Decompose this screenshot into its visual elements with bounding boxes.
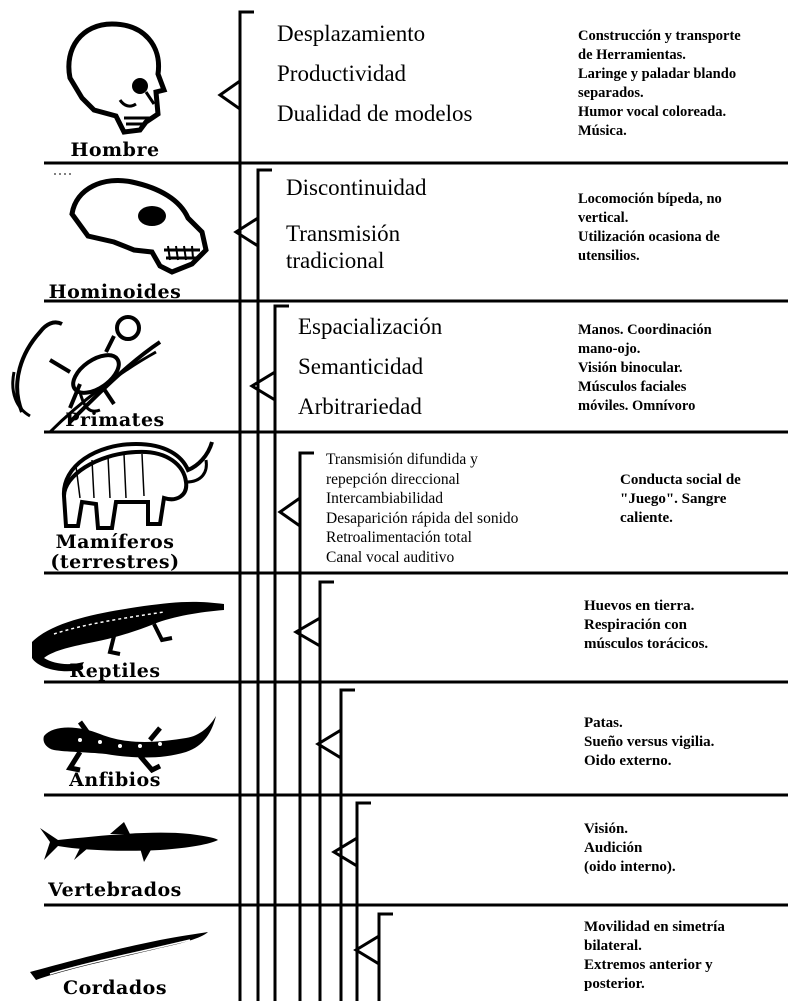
row-label-mamiferos: Mamíferos (terrestres) (0, 532, 230, 572)
trait-line: Laringe y paladar blando (578, 66, 737, 82)
row-dividers (44, 161, 788, 907)
lancelet-icon (30, 932, 208, 980)
trait-line: Sueño versus vigilia. (584, 734, 715, 750)
traits-vertebrados: Visión. Audición (oido interno). (584, 820, 676, 877)
trait-line: mano-ojo. (578, 341, 641, 357)
bracket (331, 801, 371, 900)
features-hominoides: Discontinuidad Transmisión tradicional (286, 168, 427, 274)
feature-item: Intercambiabilidad (326, 490, 444, 507)
feature-item: Transmisión difundida y (326, 451, 478, 468)
traits-primates: Manos. Coordinación mano-ojo. Visión bin… (578, 321, 712, 416)
row-label-anfibios: Anfibios (0, 770, 230, 790)
trait-line: separados. (578, 85, 644, 101)
feature-item: Canal vocal auditivo (326, 548, 455, 566)
trait-line: móviles. Omnívoro (578, 398, 696, 414)
trait-line: Conducta social de (620, 472, 741, 488)
trait-line: Huevos en tierra. (584, 598, 695, 614)
bracket (217, 10, 254, 160)
row-label-reptiles: Reptiles (0, 661, 230, 681)
trait-line: Construcción y transporte (578, 28, 741, 44)
feature-item: Semanticidad (298, 354, 424, 379)
trait-line: posterior. (584, 976, 645, 992)
feature-brackets (217, 10, 393, 1001)
features-hombre: Desplazamiento Productividad Dualidad de… (277, 14, 472, 134)
trait-line: "Juego". Sangre (620, 491, 727, 507)
trait-line: Patas. (584, 715, 623, 731)
shark-icon (40, 822, 218, 862)
human-skull-icon (66, 21, 168, 135)
trait-line: Humor vocal coloreada. (578, 104, 727, 120)
mammoth-icon (61, 441, 214, 530)
row-label-line: Reptiles (69, 660, 161, 682)
feature-item: Desplazamiento (277, 21, 426, 46)
row-label-vertebrados: Vertebrados (0, 880, 230, 900)
feature-item: Productividad (277, 61, 407, 86)
feature-item: Transmisión (286, 221, 401, 246)
row-label-line: Anfibios (69, 769, 161, 791)
bracket (233, 168, 272, 296)
trait-line: Movilidad en simetría (584, 919, 725, 935)
bracket (353, 912, 393, 1001)
features-mamiferos: Transmisión difundida y repepción direcc… (326, 450, 518, 567)
row-label-line: Mamíferos (55, 531, 175, 553)
traits-reptiles: Huevos en tierra. Respiración con múscul… (584, 597, 708, 654)
salamander-icon (43, 716, 217, 774)
traits-cordados: Movilidad en simetría bilateral. Extremo… (584, 918, 725, 994)
feature-item: Dualidad de modelos (277, 101, 473, 126)
trait-line: bilateral. (584, 938, 642, 954)
feature-item: Espacialización (298, 314, 443, 339)
feature-item: repepción direccional (326, 470, 460, 488)
trait-line: vertical. (578, 210, 629, 226)
trait-line: utensilios. (578, 248, 640, 264)
trait-line: Visión. (584, 821, 629, 837)
feature-item: Retroalimentación total (326, 529, 472, 546)
trait-line: caliente. (620, 510, 673, 526)
bracket (277, 451, 314, 566)
feature-item: Discontinuidad (286, 175, 427, 200)
row-label-hominoides: Hominoides (0, 282, 230, 302)
trait-line: Música. (578, 123, 627, 139)
ape-skull-icon (54, 173, 209, 275)
traits-hominoides: Locomoción bípeda, no vertical. Utilizac… (578, 190, 722, 266)
row-label-line: (terrestres) (50, 551, 180, 573)
row-label-line: Hominoides (48, 281, 182, 303)
bracket (293, 580, 334, 676)
feature-item: Arbitrariedad (298, 394, 422, 419)
row-label-line: Hombre (70, 139, 160, 161)
trait-line: Audición (584, 840, 643, 856)
row-label-primates: Primates (0, 410, 230, 430)
trait-line: Manos. Coordinación (578, 322, 712, 338)
feature-item: tradicional (286, 248, 385, 273)
trait-line: Extremos anterior y (584, 957, 713, 973)
row-label-line: Cordados (62, 977, 168, 999)
row-label-cordados: Cordados (0, 978, 230, 998)
trait-line: Locomoción bípeda, no (578, 191, 722, 207)
trait-line: Visión binocular. (578, 360, 683, 376)
features-primates: Espacialización Semanticidad Arbitraried… (298, 307, 442, 427)
row-label-line: Primates (65, 409, 165, 431)
trait-line: Oido externo. (584, 753, 672, 769)
row-label-hombre: Hombre (0, 140, 230, 160)
bracket (249, 304, 289, 428)
feature-item: Desaparición rápida del sonido (326, 509, 519, 527)
trait-line: (oido interno). (584, 859, 676, 875)
traits-anfibios: Patas. Sueño versus vigilia. Oido extern… (584, 714, 714, 771)
trait-line: Respiración con (584, 617, 687, 633)
row-label-line: Vertebrados (48, 879, 182, 901)
traits-hombre: Construcción y transporte de Herramientas… (578, 27, 741, 141)
crocodile-icon (32, 601, 224, 672)
bracket (315, 688, 355, 790)
traits-mamiferos: Conducta social de "Juego". Sangre calie… (620, 471, 741, 528)
trait-line: Músculos faciales (578, 379, 687, 395)
trait-line: Utilización ocasiona de (578, 229, 720, 245)
monkey-icon (11, 315, 162, 434)
trait-line: músculos torácicos. (584, 636, 709, 652)
trait-line: de Herramientas. (578, 47, 686, 63)
